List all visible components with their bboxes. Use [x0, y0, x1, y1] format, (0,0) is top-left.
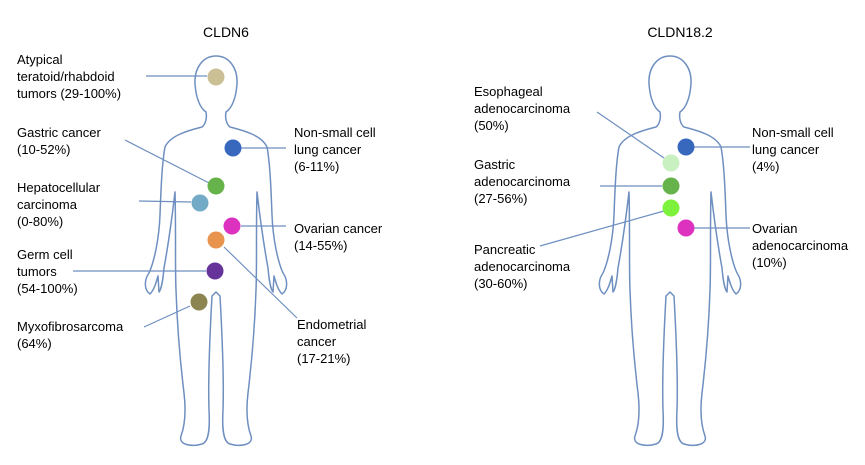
- leader-lines-cldn6: [73, 75, 298, 328]
- dot-gastric-adenocarcinoma: [662, 177, 680, 195]
- leader-lines-cldn18-2: [539, 111, 750, 247]
- label-lung-cancer: Non-small cell lung cancer (6-11%): [294, 125, 379, 174]
- dot-lung-cancer-right: [677, 138, 695, 156]
- label-endometrial-cancer: Endometrial cancer (17-21%): [297, 317, 370, 366]
- dot-ovarian-cancer: [223, 217, 241, 235]
- dot-endometrial-cancer: [207, 231, 225, 249]
- dot-germ-cell: [206, 262, 224, 280]
- label-ovarian-cancer: Ovarian cancer (14-55%): [294, 221, 386, 253]
- dot-gastric-cancer: [207, 177, 225, 195]
- label-gastric-adenocarcinoma: Gastric adenocarcinoma (27-56%): [474, 157, 574, 206]
- label-lung-cancer-right: Non-small cell lung cancer (4%): [752, 125, 837, 174]
- dot-esophageal: [662, 154, 680, 172]
- leader-line: [539, 210, 665, 247]
- body-outline-right: [598, 55, 742, 447]
- label-ovarian-adenocarcinoma: Ovarian adenocarcinoma (10%): [752, 221, 852, 270]
- leader-line: [124, 139, 212, 185]
- panel-cldn18-2: CLDN18.2 Esophageal adenocarcinoma (50%)…: [474, 24, 852, 447]
- dot-ovarian-adenocarcinoma: [677, 219, 695, 237]
- body-outline-left: [144, 55, 288, 447]
- leader-line: [143, 305, 191, 328]
- dot-hepatocellular: [191, 194, 209, 212]
- panel-title-cldn18-2: CLDN18.2: [647, 24, 713, 40]
- dot-atypical-teratoid: [207, 68, 225, 86]
- dot-myxofibrosarcoma: [190, 293, 208, 311]
- dot-lung-cancer: [224, 139, 242, 157]
- label-myxofibrosarcoma: Myxofibrosarcoma (64%): [17, 319, 127, 351]
- label-atypical-teratoid: Atypical teratoid/rhabdoid tumors (29-10…: [17, 52, 121, 101]
- label-pancreatic: Pancreatic adenocarcinoma (30-60%): [474, 242, 574, 291]
- label-hepatocellular: Hepatocellular carcinoma (0-80%): [17, 180, 104, 229]
- leader-line: [596, 111, 665, 159]
- dot-pancreatic: [662, 199, 680, 217]
- label-esophageal: Esophageal adenocarcinoma (50%): [474, 84, 574, 133]
- leader-line: [223, 246, 298, 319]
- label-germ-cell: Germ cell tumors (54-100%): [17, 247, 78, 296]
- leader-line: [138, 200, 192, 203]
- label-gastric-cancer: Gastric cancer (10-52%): [17, 125, 104, 157]
- panel-cldn6: CLDN6 Atypical: [17, 24, 386, 447]
- panel-title-cldn6: CLDN6: [203, 24, 249, 40]
